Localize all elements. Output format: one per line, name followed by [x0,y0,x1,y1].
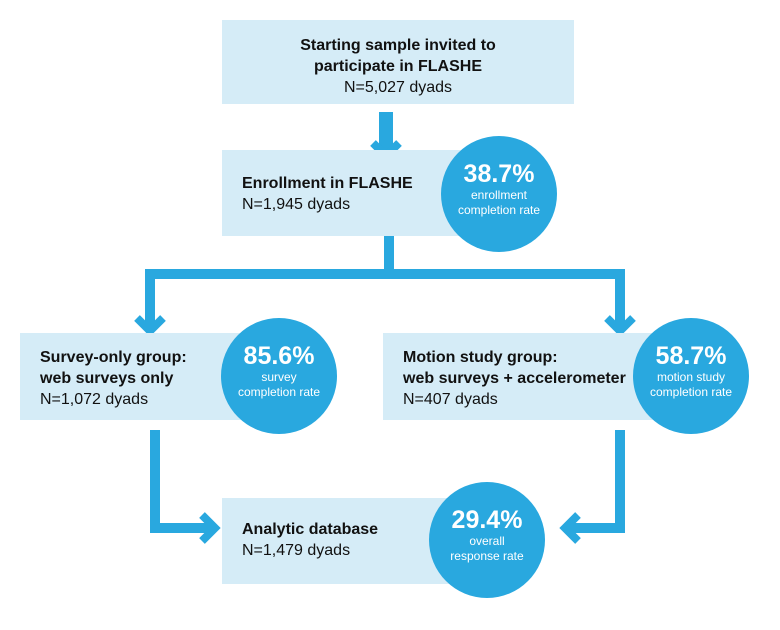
starting-sample-title-2: participate in FLASHE [313,58,483,75]
enrollment-box: Enrollment in FLASHE N=1,945 dyads [222,150,482,236]
motion-rate-label-2: completion rate [649,385,733,399]
overall-pct: 29.4% [451,506,523,534]
motion-group-title-1: Motion study group: [403,349,558,366]
motion-group-title-2: web surveys + accelerometer [403,370,626,387]
survey-group-box: Survey-only group: web surveys only N=1,… [20,333,260,420]
arrow-survey-to-analytic [150,430,212,533]
survey-rate-label-1: survey [261,370,297,384]
arrow-motion-to-analytic [568,430,625,533]
enrollment-rate-label-2: completion rate [457,203,541,217]
enrollment-pct: 38.7% [463,160,535,188]
starting-sample-n: N=5,027 dyads [343,79,453,96]
survey-rate-label-2: completion rate [237,385,321,399]
motion-rate-label-1: motion study [656,370,726,384]
arrow-head-right [604,315,636,337]
analytic-n: N=1,479 dyads [242,542,351,559]
motion-pct: 58.7% [655,342,727,370]
arrow-head-analytic-right [559,512,581,544]
enrollment-rate-circle: 38.7% enrollment completion rate [441,136,557,252]
overall-rate-circle: 29.4% overall response rate [429,482,545,598]
survey-group-n: N=1,072 dyads [40,391,149,408]
enrollment-n: N=1,945 dyads [242,196,351,213]
overall-rate-label-1: overall [469,534,505,548]
enrollment-title: Enrollment in FLASHE [242,175,413,192]
analytic-title: Analytic database [242,521,379,538]
survey-group-title-1: Survey-only group: [40,349,187,366]
survey-rate-circle: 85.6% survey completion rate [221,318,337,434]
starting-sample-title-1: Starting sample invited to [300,37,496,54]
survey-pct: 85.6% [243,342,315,370]
motion-group-box: Motion study group: web surveys + accele… [383,333,663,420]
motion-rate-circle: 58.7% motion study completion rate [633,318,749,434]
connector-split [145,236,625,328]
arrow-head-left [134,315,166,337]
overall-rate-label-2: response rate [450,549,524,563]
motion-group-n: N=407 dyads [403,391,498,408]
survey-group-title-2: web surveys only [40,370,174,387]
arrow-head-analytic-left [199,512,221,544]
enrollment-rate-label-1: enrollment [470,188,528,202]
starting-sample-box: Starting sample invited to participate i… [222,20,574,104]
